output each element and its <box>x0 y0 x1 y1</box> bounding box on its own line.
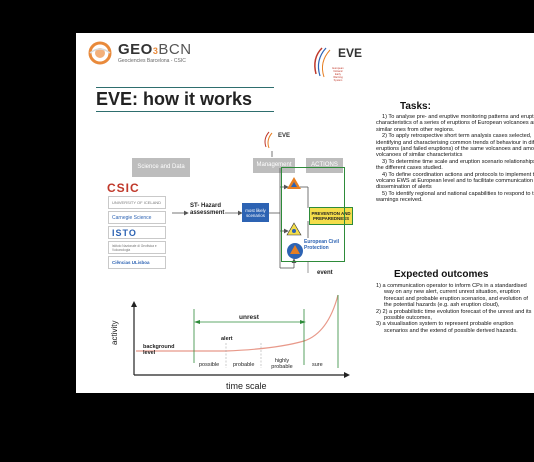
geo-bcn-logo-text: GEO3BCN <box>118 41 192 58</box>
eve-small-logo-text: EVE <box>278 133 291 139</box>
st-hazard-label: ST- Hazard assessment <box>190 203 225 216</box>
tasks-list: 1) To analyse pre- and eruptive monitori… <box>376 114 534 204</box>
task-item: 3) To determine time scale and eruption … <box>376 158 534 172</box>
actions-frame <box>281 167 345 262</box>
science-and-data-box: Science and Data <box>132 158 190 177</box>
most-likely-scenarios-box: most likely scenarios <box>242 203 269 222</box>
poster-slide: GEO3BCN Geociencies Barcelona - CSIC EVE… <box>76 33 534 393</box>
tasks-heading: Tasks: <box>400 101 431 112</box>
probable-label: probable <box>233 362 255 368</box>
institution-ingv: Istituto Nazionale di Geofisica e Vulcan… <box>108 241 166 254</box>
outcome-item: 3) a visualisation system to represent p… <box>376 321 518 334</box>
task-item: 1) To analyse pre- and eruptive monitori… <box>376 114 534 133</box>
eve-logo-icon <box>314 47 331 78</box>
event-label: event <box>317 270 333 276</box>
title-rule-top <box>96 87 274 89</box>
unrest-label: unrest <box>239 314 259 321</box>
outcomes-list: 1) a communication operator to inform CP… <box>376 283 534 334</box>
eve-badge: European Volcanic Early Warning System <box>332 67 344 82</box>
highly-probable-label: highly probable <box>271 358 293 370</box>
time-scale-label: time scale <box>226 381 267 391</box>
geo-bcn-subtitle: Geociencies Barcelona - CSIC <box>118 58 186 64</box>
csic-logo: CSIC <box>107 181 140 195</box>
alert-triangle-icon <box>286 222 302 236</box>
european-civil-protection-label: European Civil Protection <box>304 239 340 251</box>
activity-axis-label: activity <box>110 320 119 345</box>
sure-label: sure <box>312 362 323 368</box>
prevention-preparedness-box: PREVENTION AND PREPAREDNESS <box>309 207 353 225</box>
alert-label: alert <box>221 336 233 342</box>
background-level-label: background level <box>143 344 175 356</box>
eve-logo-text: EVE <box>338 46 363 60</box>
actions-box: ACTIONS <box>306 158 343 173</box>
institution-isto: ISTO <box>108 226 166 239</box>
activity-time-chart <box>131 261 350 378</box>
page-title: EVE: how it works <box>96 89 253 109</box>
outcome-item: 1) a communication operator to inform CP… <box>376 283 528 309</box>
possible-label: possible <box>199 362 220 368</box>
eve-small-logo-icon <box>264 131 273 149</box>
task-item: 4) To define coordination actions and pr… <box>376 171 534 191</box>
outcome-item: 2) 2) a probabilistic time evolution for… <box>376 308 532 322</box>
management-box: Management <box>253 158 295 173</box>
expected-outcomes-heading: Expected outcomes <box>394 269 489 280</box>
civil-protection-icon <box>287 243 303 259</box>
task-item: 5) To identify regional and national cap… <box>376 190 534 204</box>
task-item: 2) To apply retrospective short term ana… <box>376 133 534 159</box>
title-rule-bottom <box>96 111 274 113</box>
geo-bcn-logo-icon <box>88 41 112 65</box>
institution-iceland: UNIVERSITY OF ICELAND <box>108 196 166 209</box>
institution-carnegie: Carnegie Science <box>108 211 166 224</box>
institution-lisboa: Ciências ULisboa <box>108 256 166 269</box>
warning-triangle-icon <box>287 177 301 189</box>
